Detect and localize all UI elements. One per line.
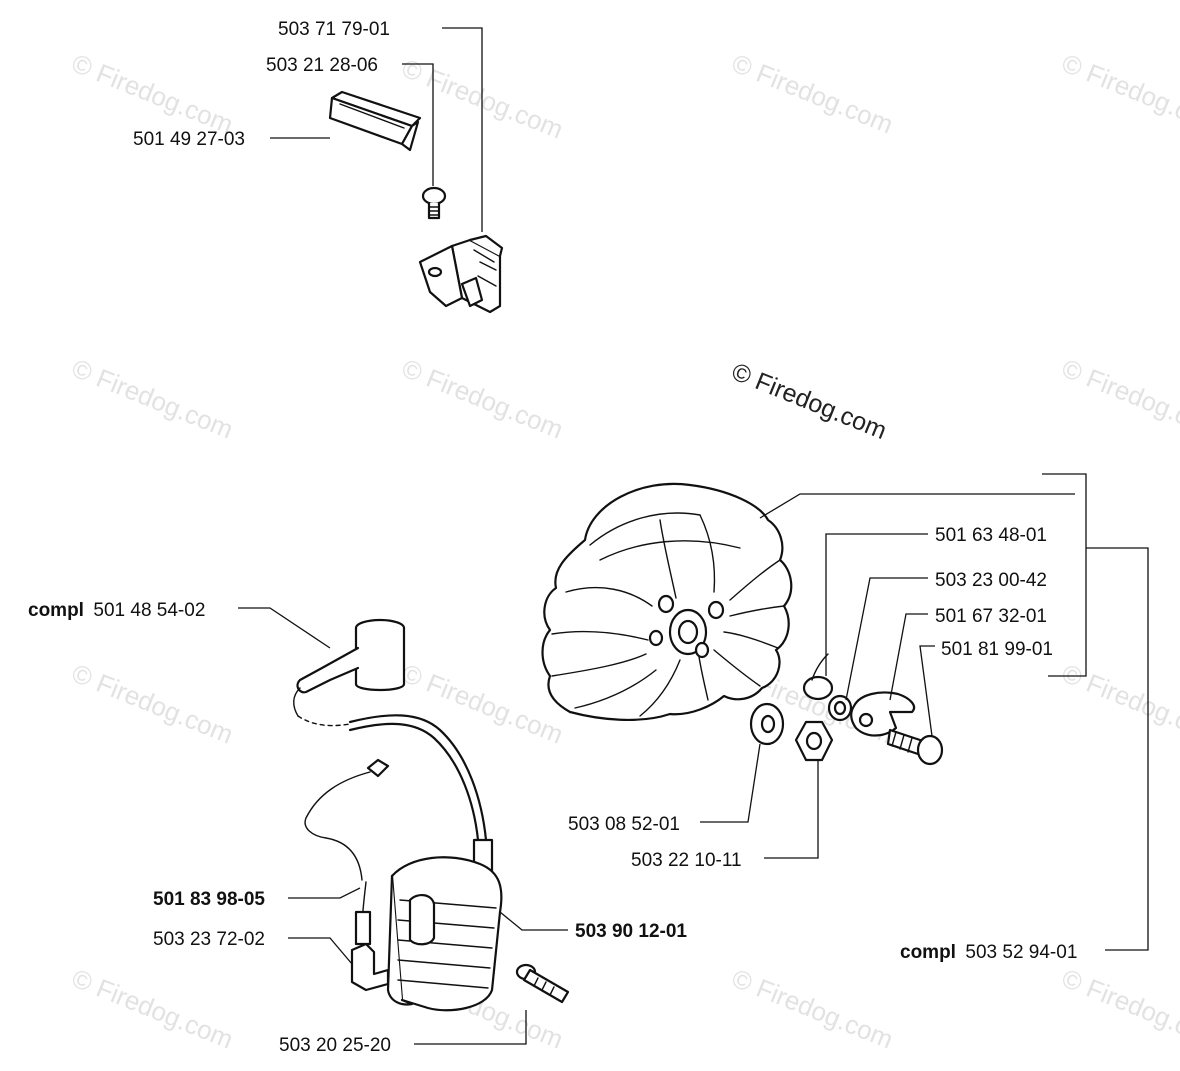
watermark: © Firedog.com — [728, 963, 898, 1055]
pawl-screw-part — [886, 728, 944, 766]
nut-part — [794, 720, 834, 762]
flywheel-leaders — [700, 473, 1149, 951]
label-flywheel-spring: 501 63 48-01 — [935, 525, 1047, 546]
top-leaders — [270, 27, 483, 232]
watermark: © Firedog.com — [1058, 963, 1180, 1055]
watermark: © Firedog.com — [728, 48, 898, 140]
spring-part — [802, 653, 834, 701]
pawl-part — [850, 691, 916, 737]
label-ignition-module: 503 90 12-01 — [575, 921, 687, 942]
watermark: © Firedog.com — [68, 48, 238, 140]
label-plug-cap-compl-number: 501 48 54-02 — [93, 600, 205, 621]
watermark: © Firedog.com — [68, 963, 238, 1055]
flywheel-part — [541, 482, 793, 721]
ht-lead-part — [297, 714, 494, 878]
label-nut: 503 22 10-11 — [631, 850, 742, 871]
label-plug-cap-compl-prefix: compl — [28, 600, 84, 621]
watermark: © Firedog.com — [1058, 48, 1180, 140]
watermark: © Firedog.com — [1058, 353, 1180, 445]
clip-body-part — [418, 234, 504, 314]
label-module-screw: 503 20 25-20 — [279, 1035, 391, 1056]
screw-top-part — [421, 186, 447, 220]
label-pawl-screw: 501 81 99-01 — [941, 639, 1053, 660]
label-flywheel-washer-small: 503 23 00-42 — [935, 570, 1047, 591]
label-flywheel-compl: compl 503 52 94-01 — [900, 942, 1077, 963]
label-flywheel-compl-prefix: compl — [900, 942, 956, 963]
plug-cap-part — [293, 618, 406, 717]
watermark: © Firedog.com — [68, 658, 238, 750]
label-screw-top: 503 21 28-06 — [266, 55, 378, 76]
cable-connector-part — [350, 942, 390, 992]
small-washer-part — [827, 694, 853, 722]
label-pawl: 501 67 32-01 — [935, 606, 1047, 627]
watermark: © Firedog.com — [1058, 658, 1180, 750]
label-flywheel-compl-number: 503 52 94-01 — [965, 942, 1077, 963]
watermark: © Firedog.com — [398, 353, 568, 445]
washer-part — [749, 702, 785, 746]
label-dealer-clip: 503 71 79-01 — [278, 19, 390, 40]
module-screw-part — [515, 963, 570, 1004]
label-short-circuit-cable: 501 83 98-05 — [153, 889, 265, 910]
label-plug-cap-compl: compl 501 48 54-02 — [28, 600, 205, 621]
ignition-module-part — [386, 856, 503, 1012]
label-washer: 503 08 52-01 — [568, 814, 680, 835]
bracket-cover-part — [328, 90, 422, 152]
watermark-main: © Firedog.com — [728, 358, 891, 446]
watermark: © Firedog.com — [68, 353, 238, 445]
clip-assembly — [328, 90, 504, 314]
ignition-leaders — [238, 607, 568, 1045]
label-cable-connector: 503 23 72-02 — [153, 929, 265, 950]
label-bracket-cover: 501 49 27-03 — [133, 129, 245, 150]
short-circuit-cable-part — [304, 758, 390, 946]
